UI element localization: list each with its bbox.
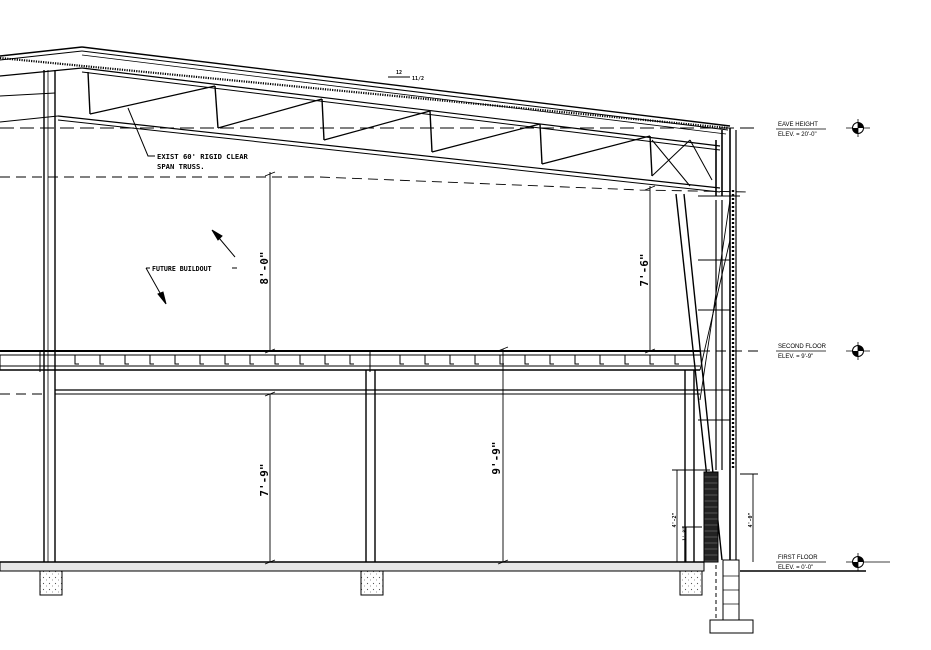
truss-note-line1: EXIST 60' RIGID CLEAR xyxy=(157,152,249,161)
level-elev-second-floor: ELEV. = 9'-9" xyxy=(778,354,813,360)
buildout-note: FUTURE BUILDOUT xyxy=(152,265,212,273)
pitch-rise: 12 xyxy=(396,70,402,76)
level-name-first-floor: FIRST FLOOR xyxy=(778,555,818,561)
second-floor-framing xyxy=(0,350,760,395)
dim-wall-c: 4'-0" xyxy=(748,512,754,527)
dim-wall-a: 4'-2" xyxy=(672,512,678,527)
level-name-eave: EAVE HEIGHT xyxy=(778,122,818,128)
dim-lower-left: 7'-9" xyxy=(258,463,271,496)
level-marker-eave: EAVE HEIGHT ELEV. = 20'-0" xyxy=(776,119,870,138)
pitch-run: 11/2 xyxy=(412,76,424,82)
roof-pitch-symbol: 12 11/2 xyxy=(388,70,424,82)
roof-truss xyxy=(0,46,731,196)
exterior-wall xyxy=(675,128,866,634)
dim-wall-b: 1'-8" xyxy=(682,527,688,541)
level-elev-eave: ELEV. = 20'-0" xyxy=(778,132,817,138)
note-leaders xyxy=(127,107,237,305)
level-marker-second-floor: SECOND FLOOR ELEV. = 9'-9" xyxy=(776,342,870,360)
first-floor-slab xyxy=(0,561,705,596)
dim-upper-right: 7'-6" xyxy=(638,253,651,286)
level-marker-first-floor: FIRST FLOOR ELEV. = 0'-0" xyxy=(776,553,890,571)
level-elev-first-floor: ELEV. = 0'-0" xyxy=(778,565,813,571)
truss-note-line2: SPAN TRUSS. xyxy=(157,162,205,171)
level-name-second-floor: SECOND FLOOR xyxy=(778,344,827,350)
dim-lower-mid: 9'-9" xyxy=(490,441,503,474)
ceiling-dash-line xyxy=(0,176,751,193)
dim-upper-clear: 8'-0" xyxy=(258,251,271,284)
columns xyxy=(43,70,695,562)
dimension-lines xyxy=(264,171,758,565)
